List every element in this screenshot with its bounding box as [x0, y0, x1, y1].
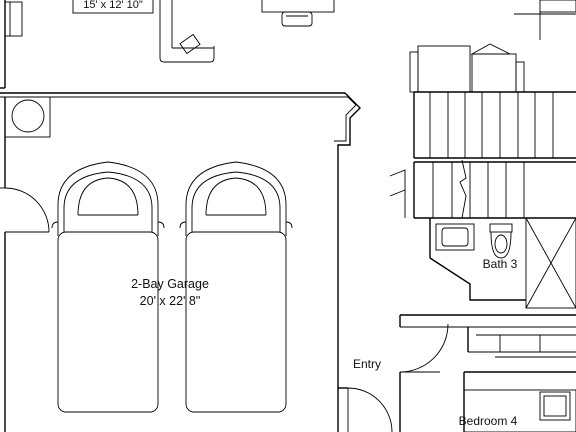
rug: [72, 0, 154, 14]
nightstand: [539, 391, 571, 421]
top-room-size: 15' x 12' 10": [83, 0, 143, 11]
entry-label: Entry: [353, 357, 381, 371]
sofa: [159, 0, 215, 63]
water-heater: [11, 99, 45, 133]
stairs: [389, 43, 576, 219]
garage-size: 20' x 22' 8": [140, 294, 201, 308]
car-right: [179, 161, 293, 413]
bath-label: Bath 3: [483, 257, 518, 271]
bed: [463, 389, 576, 432]
hall-door: [399, 323, 449, 373]
garage: 2-Bay Garage 20' x 22' 8": [0, 92, 361, 432]
bedroom-4: Bedroom 4: [459, 371, 576, 432]
bath-3: Bath 3: [429, 217, 576, 309]
kitchen-counter: [514, 0, 576, 40]
garage-side-door: [4, 187, 50, 233]
shower: [525, 217, 576, 309]
upper-room: 15' x 12' 10": [0, 0, 576, 89]
garage-label: 2-Bay Garage: [131, 277, 209, 291]
dining-table: [261, 0, 335, 27]
bath-sink: [435, 223, 475, 251]
closet-door: [389, 169, 406, 197]
front-door: [347, 387, 393, 432]
water-heater-closet: [4, 96, 51, 138]
bedroom-label: Bedroom 4: [459, 414, 518, 428]
toilet: [489, 223, 513, 259]
car-left: [51, 161, 165, 413]
stair-landing: [417, 45, 471, 93]
entry-area: Entry: [338, 314, 576, 432]
